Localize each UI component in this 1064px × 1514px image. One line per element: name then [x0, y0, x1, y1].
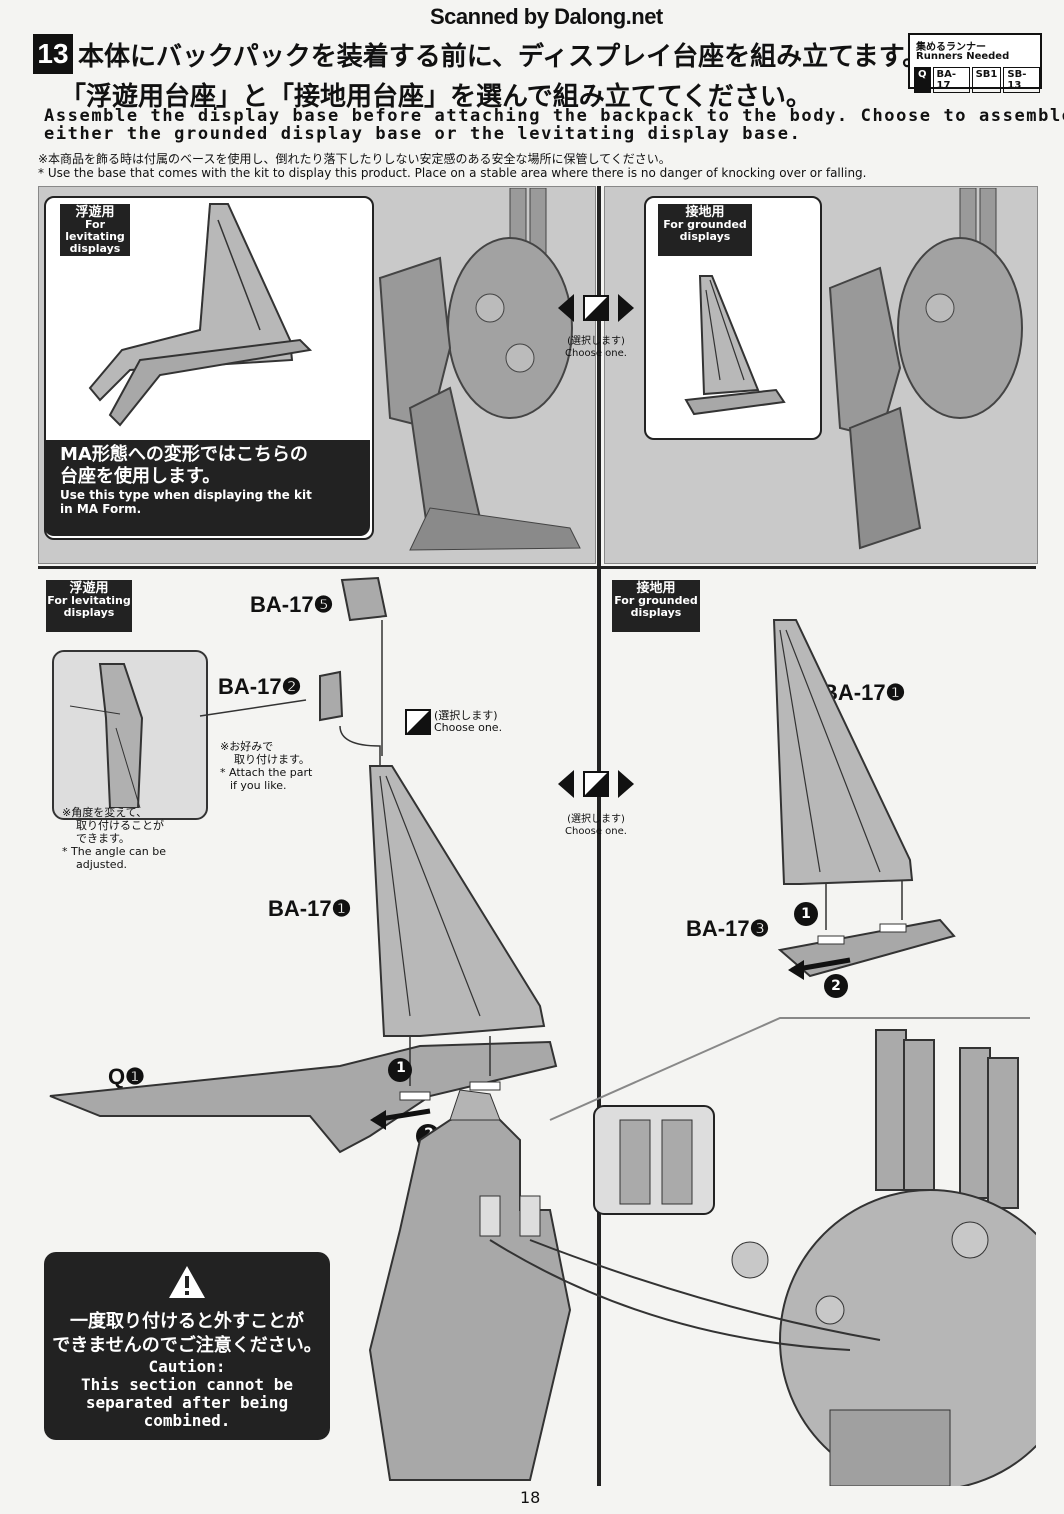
- label-grounded-2: 接地用 For grounded displays: [612, 580, 700, 632]
- attach-note-en-2: if you like.: [230, 779, 287, 792]
- part-q1: Q❶: [108, 1064, 145, 1089]
- divider-horizontal: [38, 566, 1036, 569]
- label-levitating-2-jp: 浮遊用: [69, 581, 109, 596]
- runner-item: SB1: [971, 67, 1002, 93]
- attach-note: ※お好みで 取り付けます。 * Attach the part if you l…: [220, 740, 312, 792]
- label-grounded-2-jp: 接地用: [636, 581, 676, 596]
- runners-title-jp: 集めるランナー: [916, 42, 986, 53]
- step-number: 13: [33, 34, 73, 74]
- step-title-jp-1: 本体にバックパックを装着する前に、ディスプレイ台座を組み立てます。: [78, 42, 929, 72]
- ma-form-note: MA形態への変形ではこちらの 台座を使用します。 Use this type w…: [44, 440, 370, 536]
- label-grounded-2-en: For grounded displays: [614, 594, 698, 619]
- caution-en-1: Caution:: [148, 1357, 226, 1376]
- choose-en-2: Choose one.: [565, 826, 627, 837]
- ma-note-en-2: in MA Form.: [60, 502, 142, 516]
- caution-en-2: This section cannot be: [81, 1375, 293, 1394]
- caution-en-4: combined.: [143, 1411, 231, 1430]
- angle-note-en-1: * The angle can be: [62, 845, 166, 858]
- runners-title-en: Runners Needed: [916, 51, 1010, 62]
- ma-note-jp-2: 台座を使用します。: [60, 466, 221, 487]
- caution-jp-2: できませんのでご注意ください。: [52, 1335, 322, 1356]
- divider-vertical: [597, 186, 601, 1486]
- ma-note-jp-1: MA形態への変形ではこちらの: [60, 444, 308, 465]
- part-ba17-1-right: BA-17❶: [822, 680, 906, 705]
- step-1-right: 1: [801, 906, 811, 922]
- attach-note-jp-2: 取り付けます。: [234, 753, 310, 766]
- ma-note-en-1: Use this type when displaying the kit: [60, 488, 312, 502]
- choose-arrows-icon: [558, 294, 634, 322]
- choose-jp: (選択します): [567, 336, 625, 347]
- part-ba17-1: BA-17❶: [268, 896, 352, 921]
- choose-inline-jp: (選択します): [434, 709, 498, 722]
- angle-note-jp-3: できます。: [76, 832, 130, 845]
- choose-one-top: (選択します) Choose one.: [556, 336, 636, 360]
- choose-jp-2: (選択します): [567, 814, 625, 825]
- choose-one-inline: (選択します) Choose one.: [434, 710, 502, 734]
- note-en: * Use the base that comes with the kit t…: [38, 166, 867, 180]
- choose-en: Choose one.: [565, 348, 627, 359]
- grounded-stand-illustration: [684, 275, 786, 416]
- step-title-jp-2: 「浮遊用台座」と「接地用台座」を選んで組み立ててください。: [60, 82, 812, 112]
- watermark: Scanned by Dalong.net: [430, 4, 663, 29]
- step-title-en-2: either the grounded display base or the …: [44, 124, 802, 144]
- runner-item: BA-17: [932, 67, 970, 93]
- note-jp: ※本商品を飾る時は付属のベースを使用し、倒れたり落下したりしない安定感のある安全…: [38, 152, 671, 166]
- robot-ma-form-illustration: [378, 188, 581, 551]
- runner-item: SB-13: [1003, 67, 1040, 93]
- runners-list: Q BA-17 SB1 SB-13: [914, 67, 1040, 93]
- label-grounded-jp: 接地用: [685, 205, 725, 220]
- levitating-stand-illustration: [88, 203, 313, 427]
- runner-item: Q: [914, 67, 931, 93]
- caution-box: 一度取り付けると外すことが できませんのでご注意ください。 Caution: T…: [44, 1252, 330, 1440]
- angle-note-jp-2: 取り付けることが: [76, 819, 164, 832]
- choose-arrows-icon-2: [558, 770, 634, 798]
- step-2-right: 2: [831, 978, 841, 994]
- label-levitating-en: For levitating displays: [65, 218, 125, 255]
- page-number: 18: [520, 1488, 541, 1507]
- label-levitating-2-en: For levitating displays: [47, 594, 131, 619]
- backpack-assembly-illustration: [368, 1017, 1036, 1486]
- attach-note-jp-1: ※お好みで: [220, 740, 274, 753]
- attach-note-en-1: * Attach the part: [220, 766, 313, 779]
- warning-icon: [169, 1266, 205, 1298]
- part-ba17-3: BA-17❸: [686, 916, 770, 941]
- label-levitating-2: 浮遊用 For levitating displays: [46, 580, 132, 632]
- grounded-assembly-illustration: [772, 619, 956, 998]
- choose-icon: [405, 709, 431, 735]
- choose-one-middle: (選択します) Choose one.: [556, 814, 636, 838]
- label-levitating-jp: 浮遊用: [75, 205, 115, 220]
- part-ba17-5: BA-17❺: [250, 592, 334, 617]
- robot-grounded-illustration: [828, 188, 1023, 550]
- choose-inline-en: Choose one.: [434, 721, 503, 734]
- step-title-en-1: Assemble the display base before attachi…: [44, 106, 1064, 126]
- label-grounded-en: For grounded displays: [663, 218, 747, 243]
- angle-note-jp-1: ※角度を変えて、: [62, 806, 148, 819]
- label-grounded: 接地用 For grounded displays: [658, 204, 752, 256]
- part-ba17-2: BA-17❷: [218, 674, 302, 699]
- angle-note-en-2: adjusted.: [76, 858, 128, 871]
- angle-note: ※角度を変えて、 取り付けることが できます。 * The angle can …: [62, 806, 166, 871]
- runners-needed-box: 集めるランナー Runners Needed Q BA-17 SB1 SB-13: [908, 33, 1042, 93]
- angle-detail-illustration: [69, 663, 144, 808]
- caution-jp-1: 一度取り付けると外すことが: [70, 1311, 304, 1332]
- caution-en-3: separated after being: [85, 1393, 289, 1412]
- step-1-left: 1: [396, 1060, 406, 1076]
- label-levitating: 浮遊用 For levitating displays: [60, 204, 130, 256]
